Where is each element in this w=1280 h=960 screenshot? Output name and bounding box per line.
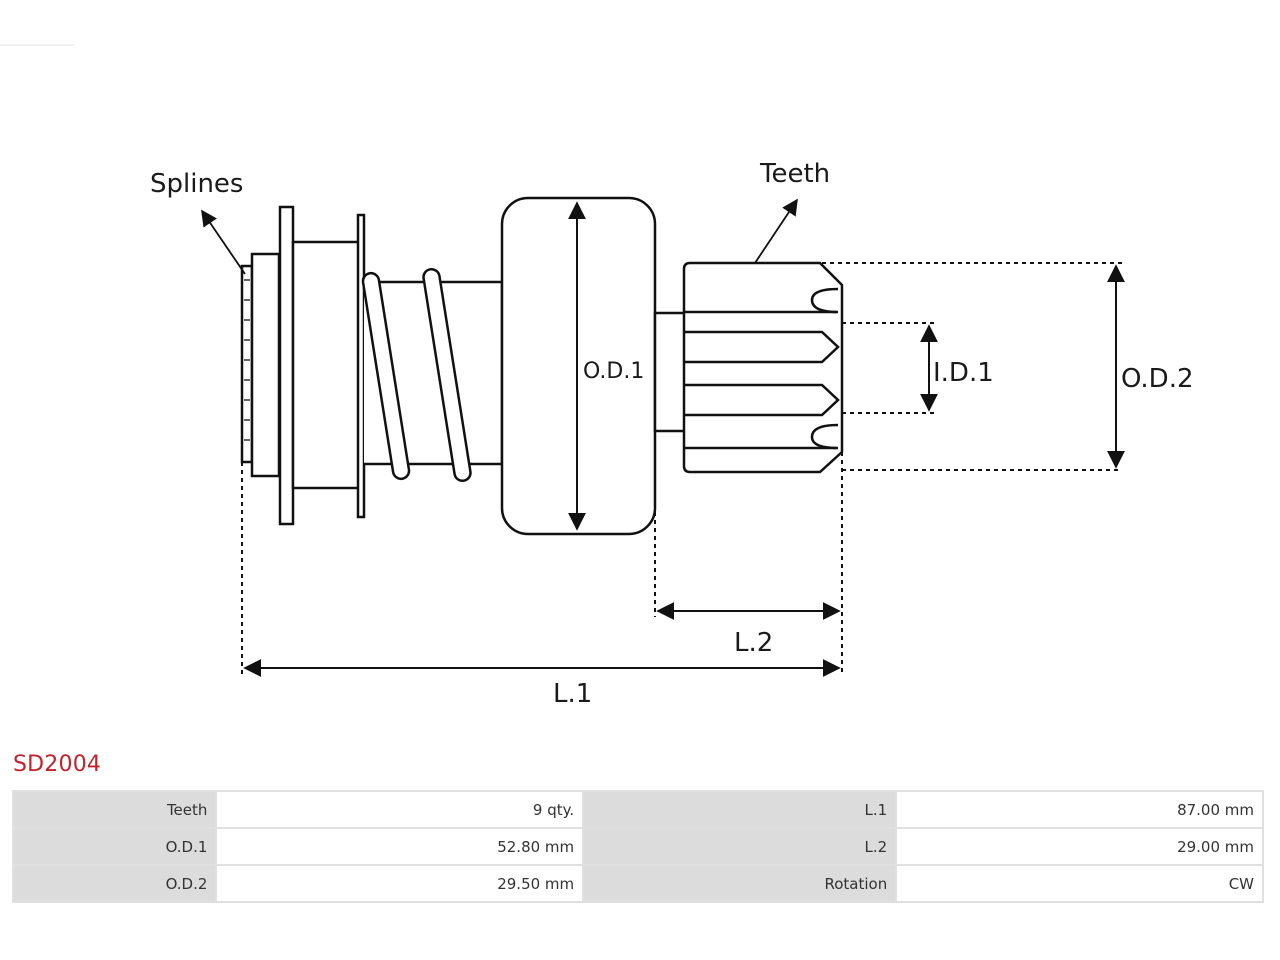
spec-label: O.D.2 xyxy=(14,866,216,901)
spec-table: Teeth 9 qty. L.1 87.00 mm O.D.1 52.80 mm… xyxy=(12,790,1264,903)
splines-arrow xyxy=(201,209,246,275)
od1-label: O.D.1 xyxy=(583,359,644,384)
l2-label: L.2 xyxy=(734,628,773,658)
spec-value: 52.80 mm xyxy=(217,829,583,864)
teeth-label: Teeth xyxy=(759,159,830,189)
spec-value: 29.00 mm xyxy=(897,829,1262,864)
spec-label: L.1 xyxy=(584,792,896,827)
spec-label: O.D.1 xyxy=(14,829,216,864)
id1-label: I.D.1 xyxy=(933,358,994,388)
table-row: O.D.1 52.80 mm L.2 29.00 mm xyxy=(14,829,1262,864)
spec-value: 29.50 mm xyxy=(217,866,583,901)
spec-value: 87.00 mm xyxy=(897,792,1262,827)
pinion-gear xyxy=(682,261,844,474)
spline-hub xyxy=(240,252,281,478)
spec-value: 9 qty. xyxy=(217,792,583,827)
spring-shaft xyxy=(361,267,504,483)
spec-label: L.2 xyxy=(584,829,896,864)
splines-label: Splines xyxy=(150,169,243,199)
od2-extension-lines xyxy=(822,262,1122,471)
od2-label: O.D.2 xyxy=(1121,364,1194,394)
table-row: O.D.2 29.50 mm Rotation CW xyxy=(14,866,1262,901)
part-code: SD2004 xyxy=(13,752,102,777)
spec-label: Rotation xyxy=(584,866,896,901)
flange-outer xyxy=(278,205,295,526)
teeth-arrow xyxy=(754,198,798,264)
flange-inner xyxy=(356,213,366,519)
spec-value: CW xyxy=(897,866,1262,901)
spec-label: Teeth xyxy=(14,792,216,827)
pinion-neck xyxy=(653,311,687,433)
hub-body xyxy=(291,240,361,490)
starter-drive-diagram: Splines Teeth O.D.1 O.D.2 I.D.1 L.2 L.1 xyxy=(0,44,1194,709)
l2-extension-lines xyxy=(654,452,843,672)
table-row: Teeth 9 qty. L.1 87.00 mm xyxy=(14,792,1262,827)
l1-label: L.1 xyxy=(553,679,592,709)
id1-extension-lines xyxy=(842,322,936,414)
